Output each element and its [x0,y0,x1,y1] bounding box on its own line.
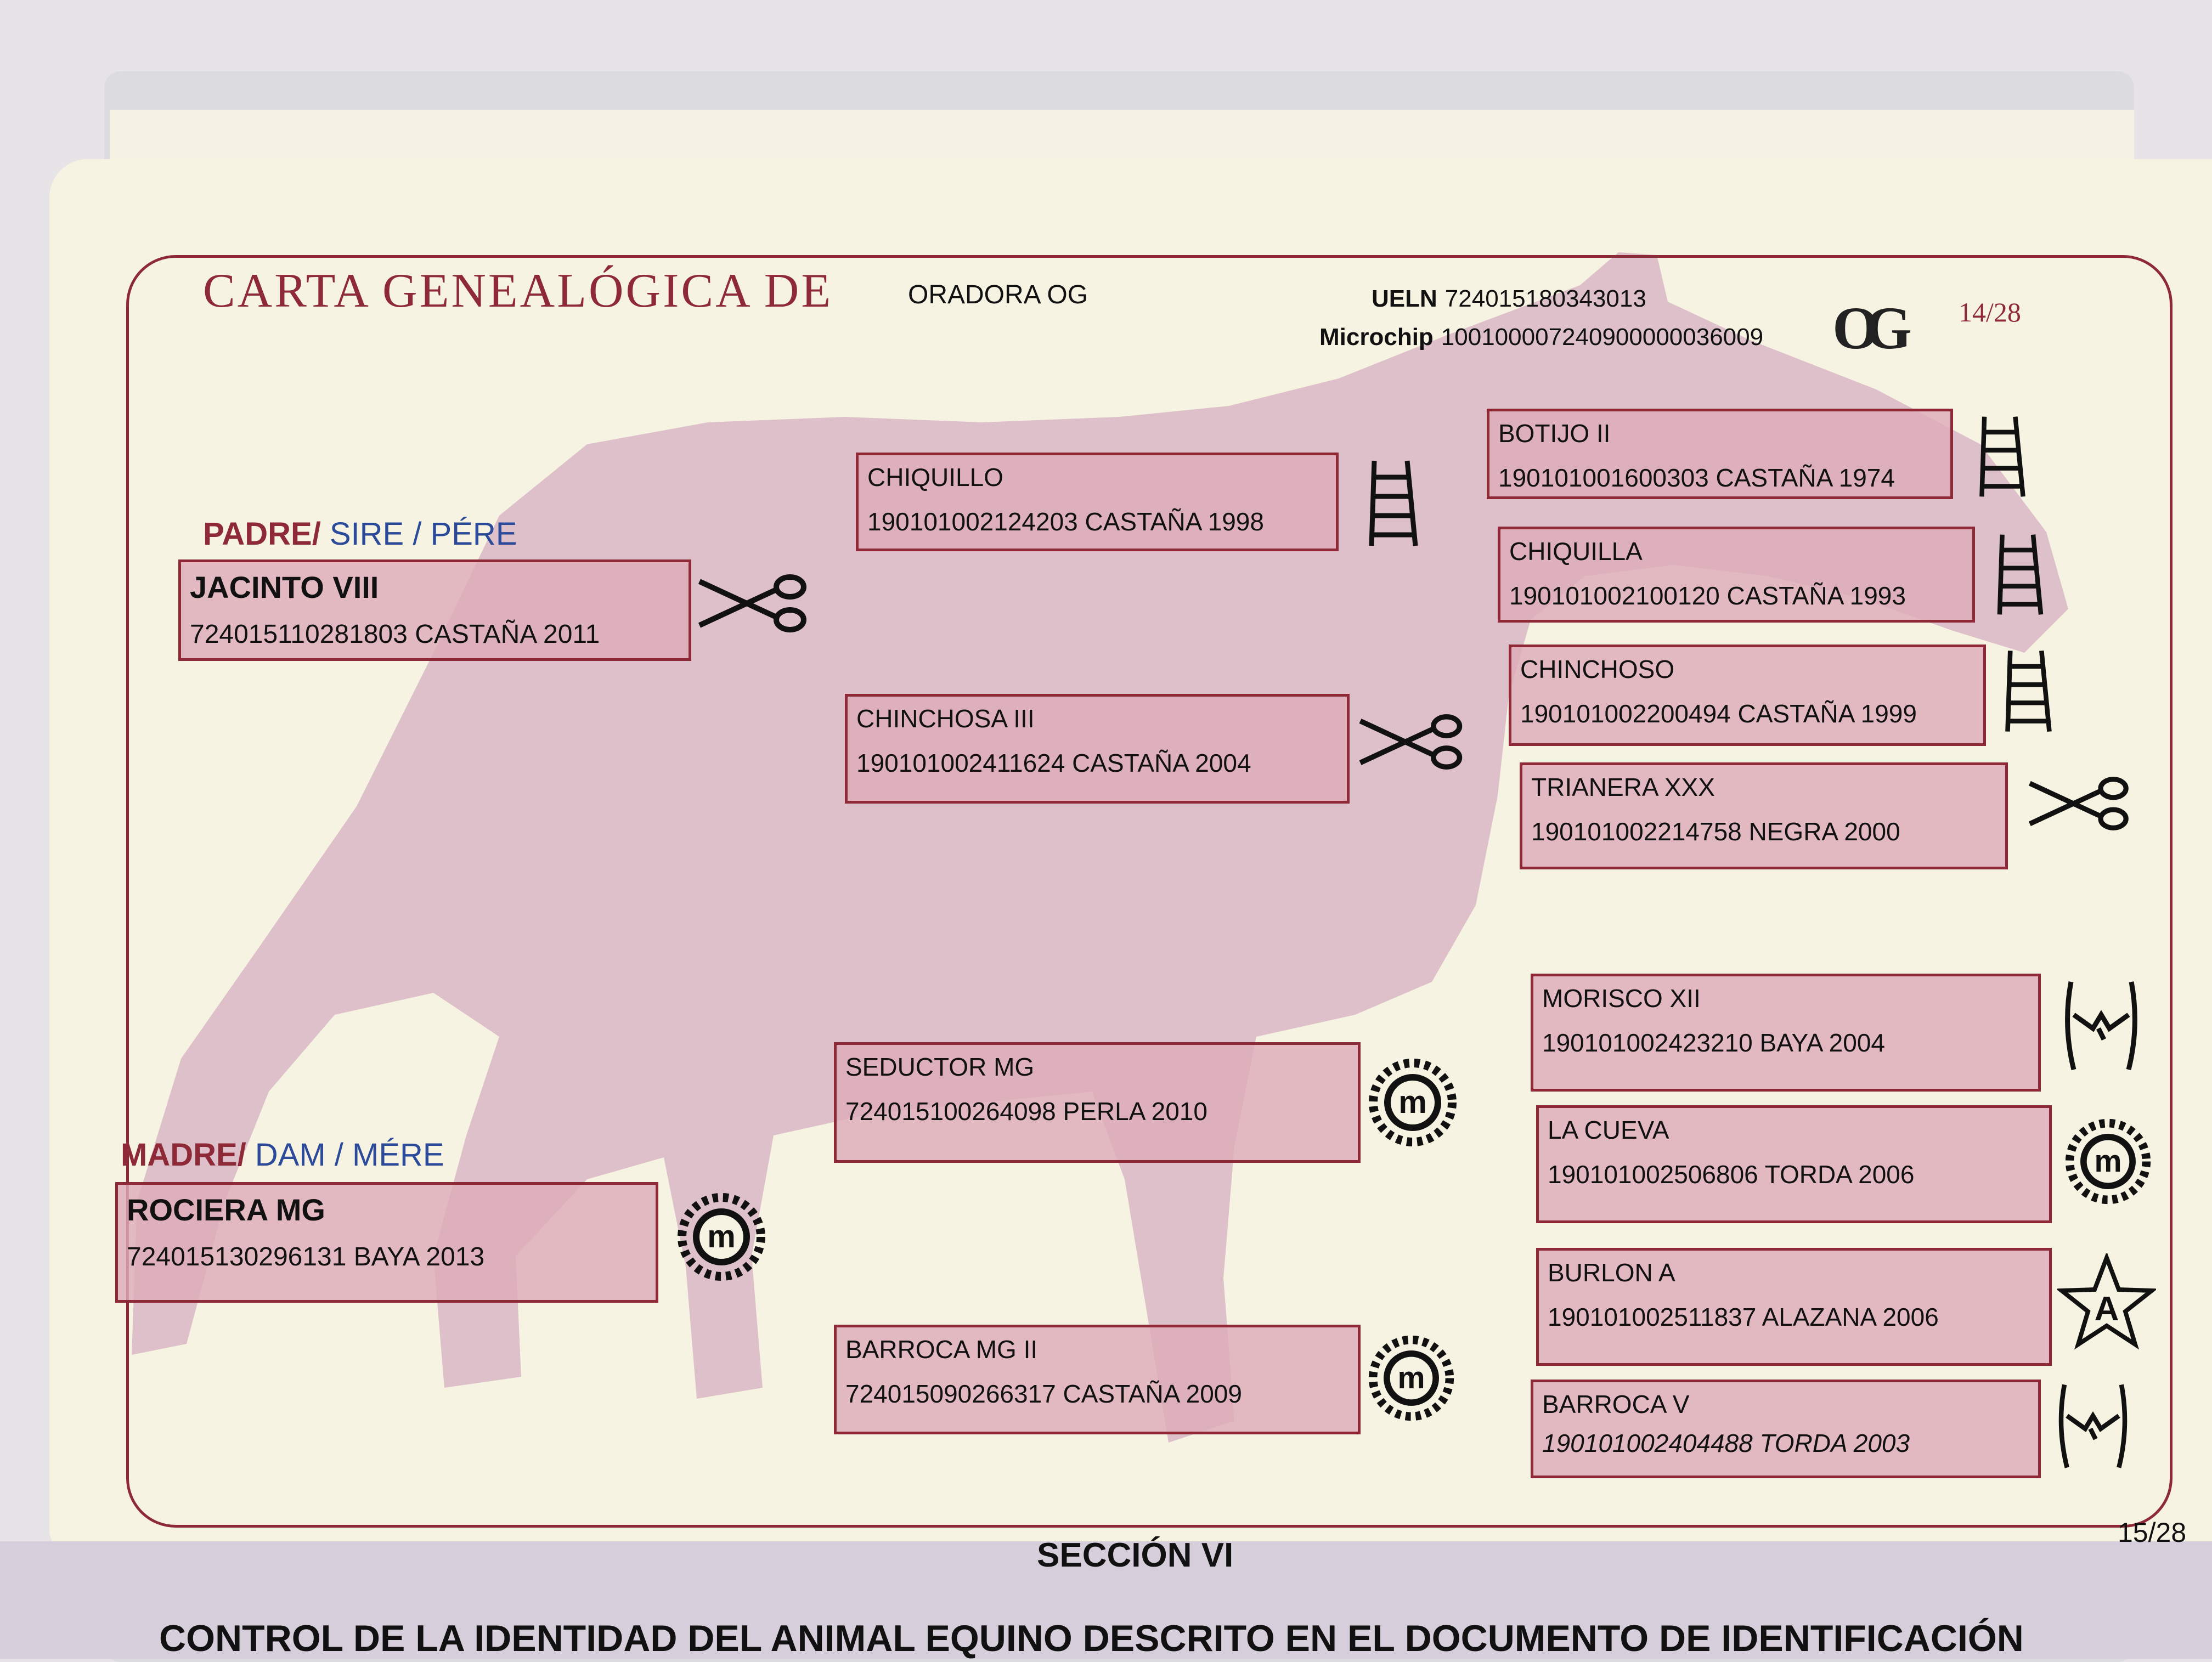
sun-m-icon: m [678,1193,765,1281]
control-heading: CONTROL DE LA IDENTIDAD DEL ANIMAL EQUIN… [159,1618,2024,1659]
pedigree-box-gg8: BARROCA V 190101002404488 TORDA 2003 [1531,1380,2041,1478]
horse-name-dam-dam: BARROCA MG II [845,1335,1038,1364]
pedigree-box-gg3: CHINCHOSO 190101002200494 CASTAÑA 1999 [1509,645,1986,746]
og-logo: OG [1832,295,1912,361]
pedigree-box-sire-dam: CHINCHOSA III 190101002411624 CASTAÑA 20… [845,694,1350,804]
horse-name-gg6: LA CUEVA [1548,1116,1669,1144]
horse-registration-dam-dam: 724015090266317 CASTAÑA 2009 [845,1379,1242,1408]
horse-name-gg2: CHIQUILLA [1509,537,1643,566]
brand-letter: m [1398,1084,1427,1120]
horse-name-sire: JACINTO VIII [190,570,379,604]
horse-name-gg3: CHINCHOSO [1520,655,1675,683]
pedigree-page: CARTA GENEALÓGICA DE ORADORA OG UELN 7240… [49,159,2212,1552]
ueln-value: 724015180343013 [1444,285,1646,312]
horse-registration-gg4: 190101002214758 NEGRA 2000 [1531,817,1900,846]
pedigree-box-dam-sire: SEDUCTOR MG 724015100264098 PERLA 2010 [834,1042,1361,1163]
brand-letter: m [707,1219,736,1254]
horse-registration-gg3: 190101002200494 CASTAÑA 1999 [1520,699,1917,728]
section-heading: SECCIÓN VI [1037,1536,1234,1574]
horse-registration-sire: 724015110281803 CASTAÑA 2011 [190,620,600,649]
microchip-label: Microchip [1319,324,1434,351]
microchip-value: 100100007240900000036009 [1441,324,1764,351]
horse-registration-gg7: 190101002511837 ALAZANA 2006 [1548,1302,1939,1331]
sun-m-icon: m [2065,1118,2151,1205]
page-title: CARTA GENEALÓGICA DE [203,264,833,318]
pedigree-frame [126,255,2172,1528]
ladder-icon [1997,534,2044,615]
scissors-icon [1359,714,1463,770]
bit-brand-icon [2058,1384,2128,1468]
brand-letter: m [1397,1360,1425,1395]
dam-label-es: MADRE/ [121,1137,246,1173]
brand-letter: m [2094,1144,2121,1178]
horse-name-gg4: TRIANERA XXX [1531,773,1715,801]
horse-name-dam: ROCIERA MG [127,1192,325,1227]
pedigree-box-gg4: TRIANERA XXX 190101002214758 NEGRA 2000 [1520,762,2008,869]
horse-registration-dam-sire: 724015100264098 PERLA 2010 [845,1096,1207,1126]
horse-registration-gg2: 190101002100120 CASTAÑA 1993 [1509,581,1906,610]
dam-label-en: DAM / MÉRE [255,1137,444,1173]
horse-name-sire-sire: CHIQUILLO [867,463,1003,491]
pedigree-box-dam: ROCIERA MG 724015130296131 BAYA 2013 [115,1182,658,1303]
page-number: 14/28 [1959,297,2021,327]
dam-label: MADRE/DAM / MÉRE [121,1137,444,1173]
bit-brand-icon [2065,981,2137,1071]
ueln-line: UELN 724015180343013 [1372,285,1646,313]
horse-name-gg8: BARROCA V [1542,1390,1690,1418]
horse-registration-gg6: 190101002506806 TORDA 2006 [1548,1160,1915,1189]
pedigree-box-gg6: LA CUEVA 190101002506806 TORDA 2006 [1536,1105,2052,1223]
pedigree-box-gg7: BURLON A 190101002511837 ALAZANA 2006 [1536,1248,2052,1366]
sire-label: PADRE/SIRE / PÉRE [203,516,517,552]
pedigree-box-gg5: MORISCO XII 190101002423210 BAYA 2004 [1531,974,2041,1092]
pedigree-box-gg1: BOTIJO II 190101001600303 CASTAÑA 1974 [1487,409,1953,499]
pedigree-box-sire-sire: CHIQUILLO 190101002124203 CASTAÑA 1998 [856,453,1339,551]
horse-name-gg7: BURLON A [1548,1258,1675,1287]
horse-registration-gg1: 190101001600303 CASTAÑA 1974 [1498,463,1895,492]
next-page-strip [0,1541,2212,1659]
horse-name-sire-dam: CHINCHOSA III [856,704,1035,733]
pedigree-box-gg2: CHIQUILLA 190101002100120 CASTAÑA 1993 [1498,527,1975,623]
sire-label-es: PADRE/ [203,516,321,552]
horse-name-dam-sire: SEDUCTOR MG [845,1053,1035,1081]
star-a-icon: A [2057,1253,2156,1350]
horse-registration-gg5: 190101002423210 BAYA 2004 [1542,1028,1885,1057]
horse-registration-sire-dam: 190101002411624 CASTAÑA 2004 [856,748,1251,777]
horse-name-gg1: BOTIJO II [1498,419,1611,448]
sun-m-icon: m [1368,1335,1454,1421]
pedigree-box-dam-dam: BARROCA MG II 724015090266317 CASTAÑA 20… [834,1325,1361,1434]
ueln-label: UELN [1372,285,1437,312]
microchip-line: Microchip 100100007240900000036009 [1319,324,1763,351]
horse-name-gg5: MORISCO XII [1542,984,1701,1013]
horse-registration-dam: 724015130296131 BAYA 2013 [127,1242,485,1272]
sun-m-icon: m [1369,1059,1457,1146]
sire-label-en: SIRE / PÉRE [329,516,517,552]
next-page-number: 15/28 [2118,1517,2187,1548]
ladder-icon [2005,650,2052,732]
ladder-icon [1979,416,2025,497]
star-letter: A [2095,1290,2119,1328]
horse-registration-gg8: 190101002404488 TORDA 2003 [1542,1428,1910,1457]
pedigree-box-sire: JACINTO VIII 724015110281803 CASTAÑA 201… [178,559,691,661]
scissors-icon [698,574,806,632]
ladder-icon [1369,460,1418,546]
scissors-icon [2028,777,2129,830]
horse-registration-sire-sire: 190101002124203 CASTAÑA 1998 [867,507,1264,536]
horse-name: ORADORA OG [908,280,1088,309]
